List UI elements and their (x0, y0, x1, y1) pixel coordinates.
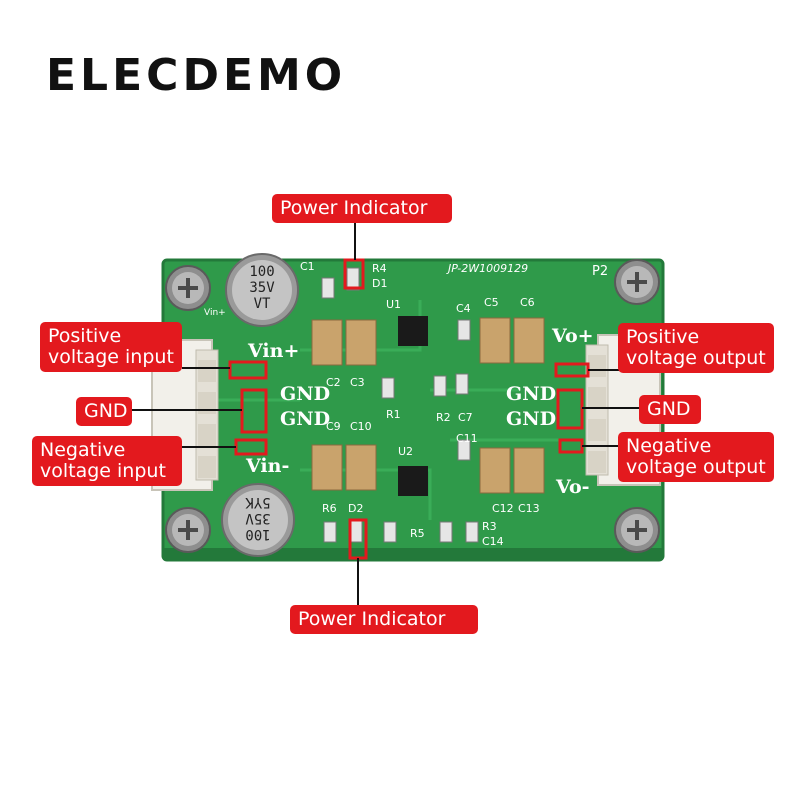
callout-gnd-right: GND (639, 395, 701, 424)
screw-top-left (165, 265, 211, 311)
silk-vin-minus: Vin- (245, 455, 289, 477)
silk-vin-small: Vin+ (204, 308, 226, 318)
callout-pos-out-line1: Positive (626, 326, 700, 348)
callout-pos-out-line2: voltage output (626, 347, 766, 369)
silk-c6: C6 (520, 296, 535, 309)
silk-r1: R1 (386, 408, 401, 421)
silk-c2: C2 (326, 376, 341, 389)
cap-top-line3: VT (254, 296, 271, 312)
silk-c12: C12 (492, 502, 514, 515)
callout-neg-in-line2: voltage input (40, 460, 166, 482)
cap-bottom-line2: 35V (245, 510, 271, 526)
silk-c3: C3 (350, 376, 365, 389)
callout-power-indicator-bottom: Power Indicator (290, 605, 478, 634)
callout-gnd-right-text: GND (647, 398, 691, 420)
callout-gnd-left-text: GND (84, 400, 128, 422)
silk-gnd-4: GND (506, 408, 556, 430)
smd-capacitors (311, 317, 545, 494)
callout-power-indicator-top-text: Power Indicator (280, 197, 428, 219)
callout-pos-in-line1: Positive (48, 325, 122, 347)
callout-negative-voltage-input: Negative voltage input (32, 436, 182, 486)
silk-c9: C9 (326, 420, 341, 433)
silk-part-number: JP-2W1009129 (446, 262, 528, 275)
ic-u2 (398, 466, 428, 496)
silk-r2: R2 (436, 411, 451, 424)
cap-top-line1: 100 (249, 264, 274, 280)
callout-neg-out-line1: Negative (626, 435, 712, 457)
cap-bottom-line3: 5YK (245, 494, 271, 510)
silk-c10: C10 (350, 420, 372, 433)
screw-bottom-right (614, 507, 660, 553)
cap-bottom-line1: 100 (245, 526, 270, 542)
callout-neg-in-line1: Negative (40, 439, 126, 461)
silk-r6: R6 (322, 502, 337, 515)
silk-d2: D2 (348, 502, 363, 515)
smd-resistors (321, 267, 479, 543)
silk-p2: P2 (592, 264, 608, 279)
callout-positive-voltage-input: Positive voltage input (40, 322, 182, 372)
silk-c7: C7 (458, 411, 473, 424)
silk-u1: U1 (386, 298, 401, 311)
callout-pos-in-line2: voltage input (48, 346, 174, 368)
silk-c11: C11 (456, 432, 478, 445)
silk-r3: R3 (482, 520, 497, 533)
silk-r5: R5 (410, 527, 425, 540)
silk-u2: U2 (398, 445, 413, 458)
silk-d1: D1 (372, 277, 387, 290)
screw-bottom-left (165, 507, 211, 553)
callout-power-indicator-bottom-text: Power Indicator (298, 608, 446, 630)
ic-u1 (398, 316, 428, 346)
silk-c14: C14 (482, 535, 504, 548)
callout-gnd-left: GND (76, 397, 132, 426)
silk-gnd-2: GND (280, 408, 330, 430)
callout-negative-voltage-output: Negative voltage output (618, 432, 774, 482)
silk-vo-minus: Vo- (555, 476, 590, 498)
silk-gnd-1: GND (280, 383, 330, 405)
electrolytic-capacitor-bottom: 100 35V 5YK (221, 483, 295, 557)
callout-positive-voltage-output: Positive voltage output (618, 323, 774, 373)
pcb-board-edge (163, 548, 663, 560)
silk-r4: R4 (372, 262, 387, 275)
silk-c13: C13 (518, 502, 540, 515)
electrolytic-capacitor-top: 100 35V VT (225, 253, 299, 327)
silk-c1: C1 (300, 260, 315, 273)
silk-vin-plus: Vin+ (247, 340, 299, 362)
leader-lines (132, 218, 640, 606)
callout-power-indicator-top: Power Indicator (272, 194, 452, 223)
silk-c4: C4 (456, 302, 471, 315)
silk-vo-plus: Vo+ (551, 325, 594, 347)
cap-top-line2: 35V (249, 280, 275, 296)
callout-neg-out-line2: voltage output (626, 456, 766, 478)
silk-gnd-3: GND (506, 383, 556, 405)
brand-title: ELECDEMO (46, 50, 347, 101)
silk-c5: C5 (484, 296, 499, 309)
screw-top-right (614, 259, 660, 305)
